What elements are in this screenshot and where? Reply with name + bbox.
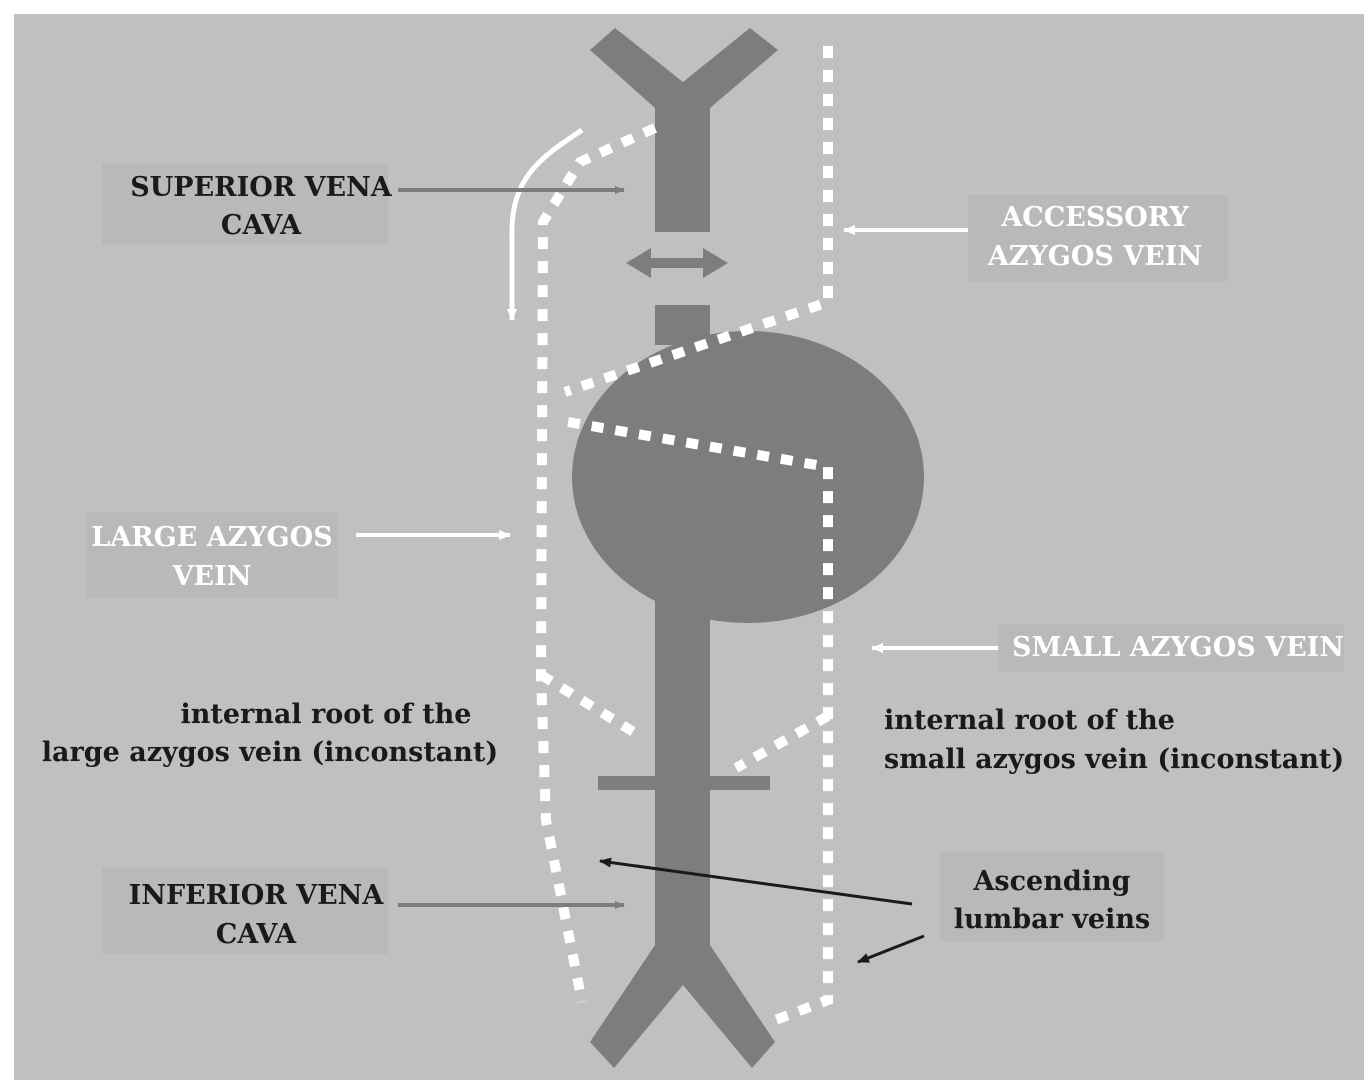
ivc-label-line2: CAVA [216, 919, 297, 950]
accessory-label-line2: AZYGOS VEIN [987, 241, 1202, 272]
large-azygos-label-line2: VEIN [172, 561, 252, 592]
accessory-azygos-path [563, 46, 833, 397]
internal-root-small-line2: small azygos vein (inconstant) [884, 744, 1344, 775]
ivc-trunk [655, 560, 710, 955]
internal-root-small-path [733, 711, 831, 773]
small-azygos-label: SMALL AZYGOS VEIN [1012, 632, 1344, 663]
internal-root-large-path [538, 670, 643, 741]
gap-double-arrow [626, 248, 728, 278]
vena-cava [572, 28, 924, 1068]
svc-label-line1: SUPERIOR VENA [130, 172, 393, 203]
lumbar-arrow-lower [857, 934, 925, 964]
accessory-label-line1: ACCESSORY [1000, 202, 1189, 233]
large-azygos-label-line1: LARGE AZYGOS [91, 522, 332, 553]
internal-root-small-line1: internal root of the [884, 705, 1175, 736]
small-azygos-path [567, 417, 833, 1027]
ivc-crossbar [598, 776, 770, 790]
azygos-dotted-paths [535, 46, 833, 1027]
lumbar-arrow-upper [599, 857, 913, 906]
lumbar-label-line2: lumbar veins [954, 904, 1150, 935]
blood-flow-curved-arrow [507, 127, 584, 321]
ivc-label-line1: INFERIOR VENA [129, 880, 385, 911]
svc-bifurcation [590, 28, 778, 232]
internal-root-large-line1: internal root of the [181, 699, 472, 730]
label-boxes [86, 164, 1344, 954]
right-atrium [572, 331, 924, 623]
ivc-bifurcation [590, 945, 775, 1068]
svc-label-line2: CAVA [221, 210, 302, 241]
lumbar-label-line1: Ascending [972, 866, 1130, 897]
internal-root-large-line2: large azygos vein (inconstant) [42, 737, 498, 768]
